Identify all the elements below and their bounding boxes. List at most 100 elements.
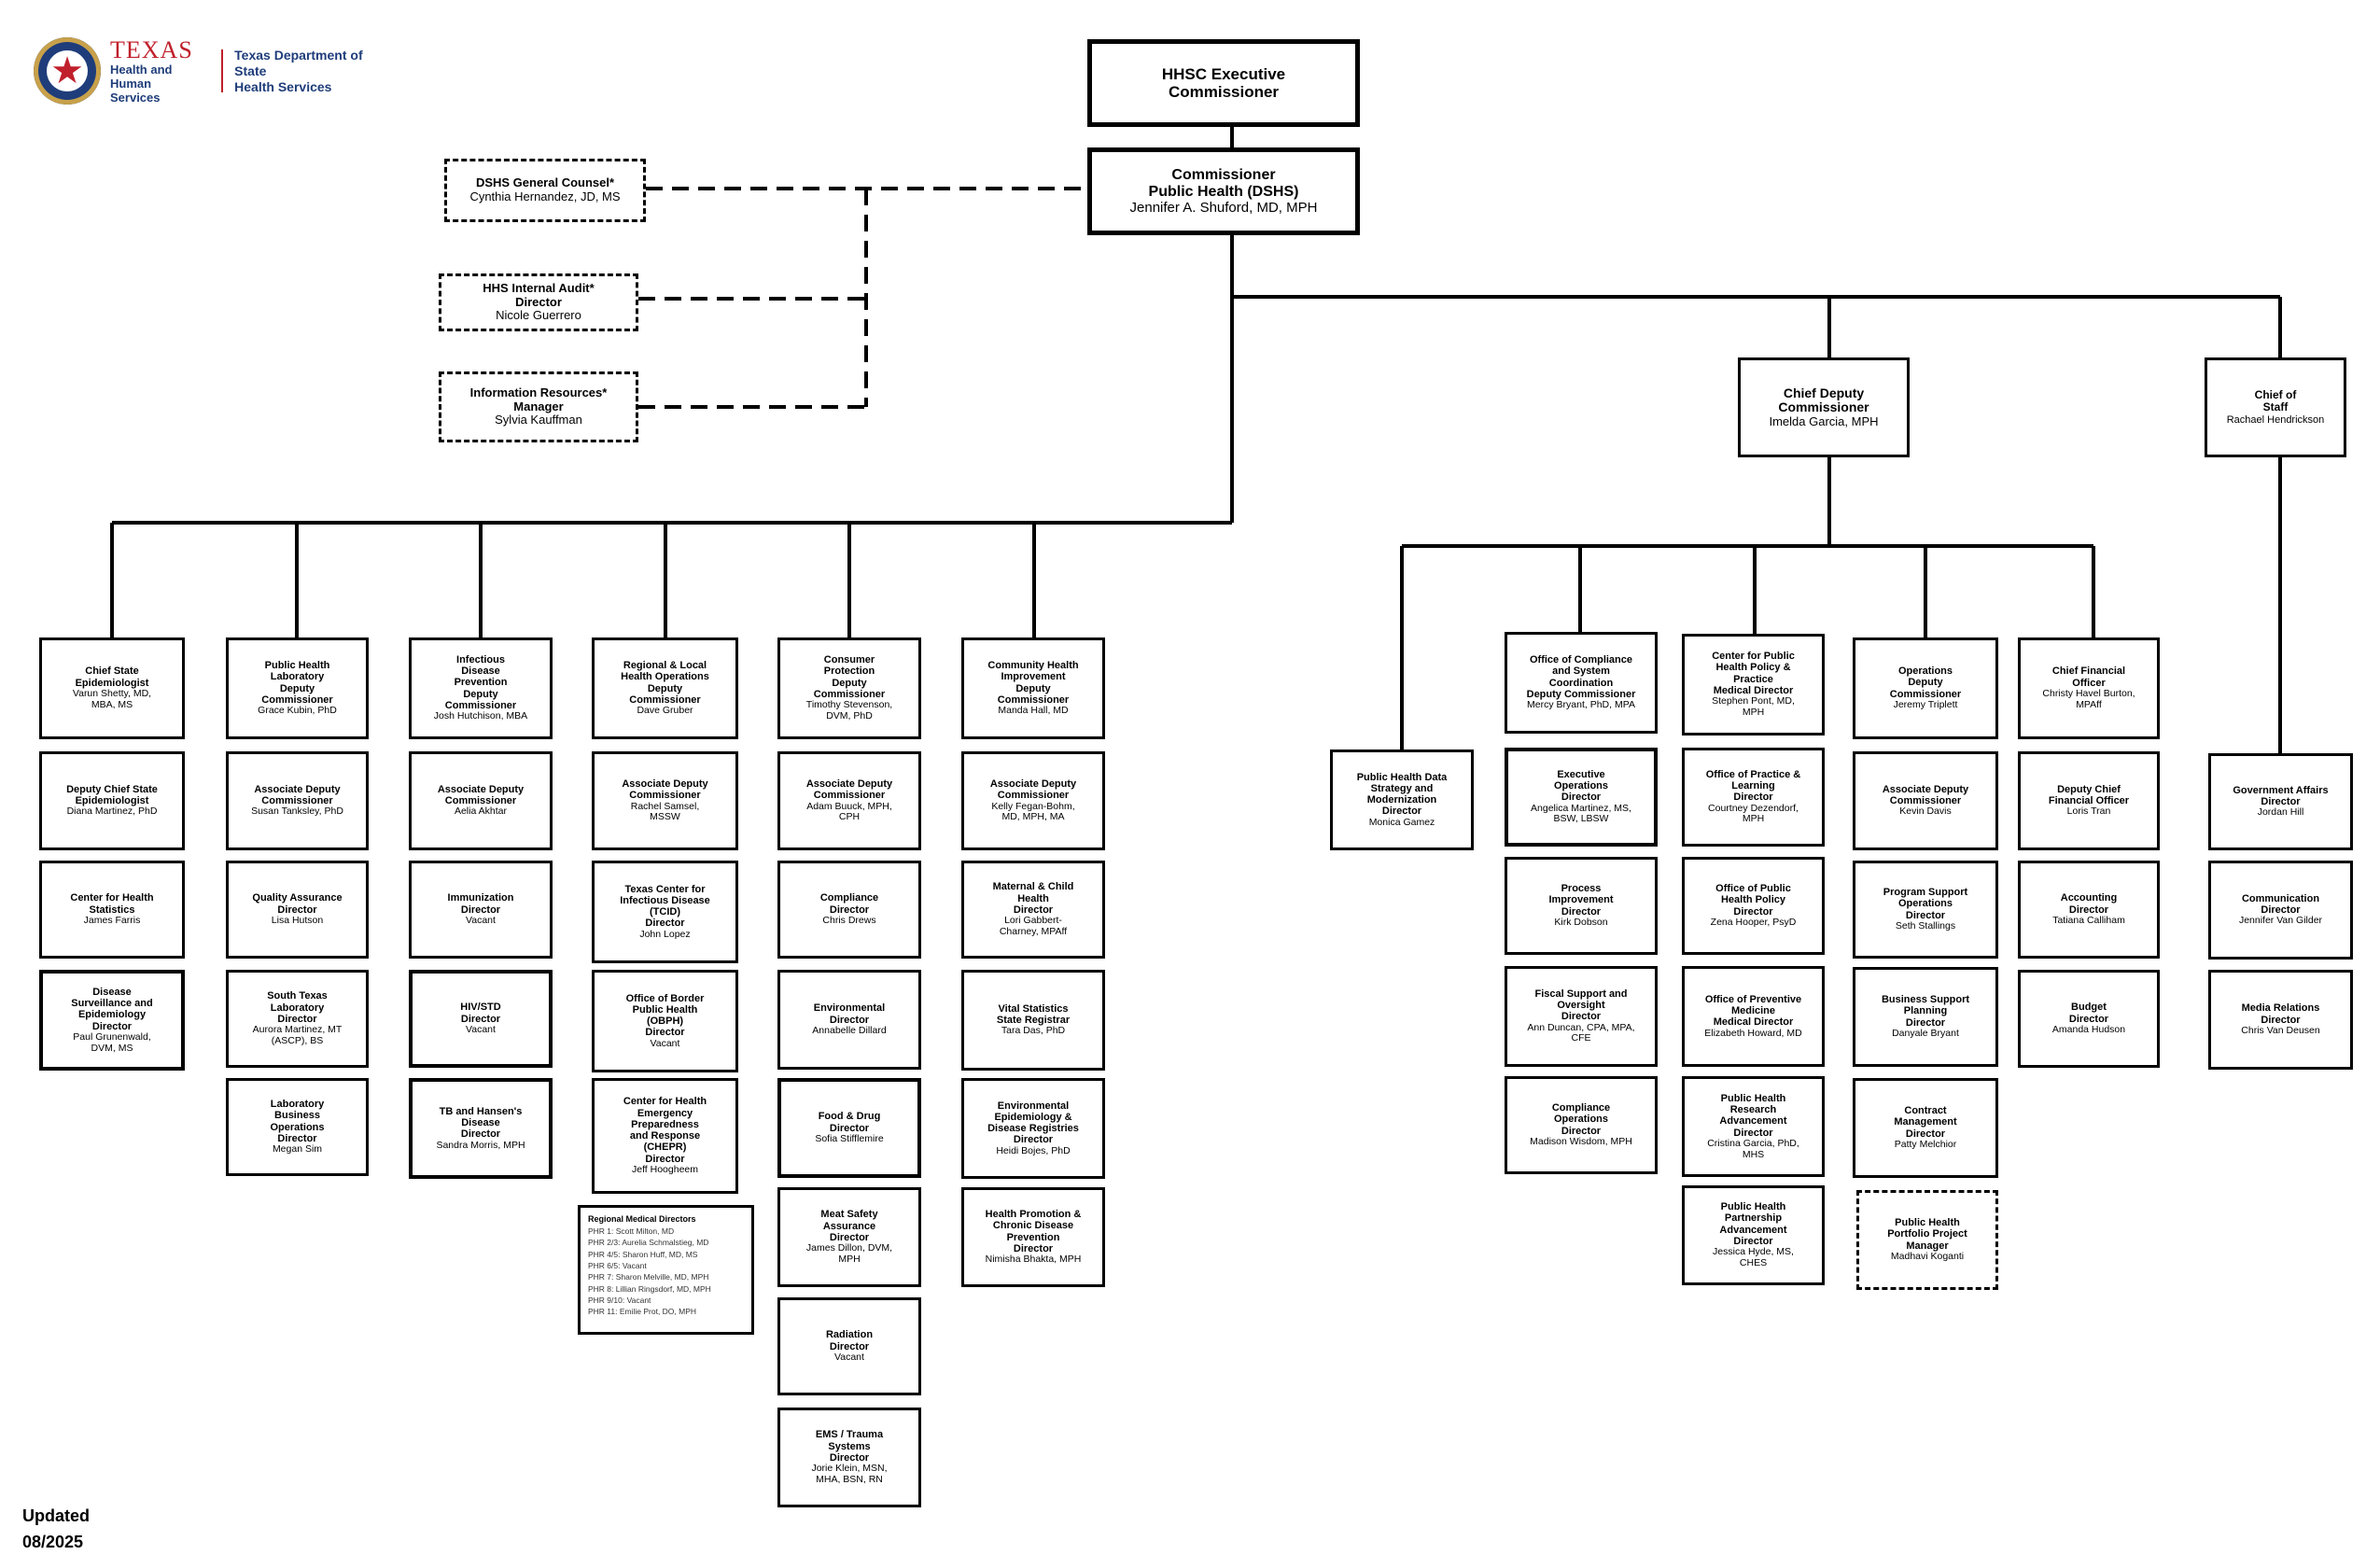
box-name-line: Cynthia Hernandez, JD, MS	[469, 189, 621, 203]
logo-divider	[221, 49, 224, 92]
box-name-line: Madison Wisdom, MPH	[1530, 1136, 1632, 1148]
box-title-line: and System	[1552, 665, 1610, 678]
box-name-line: Sofia Stifflemire	[815, 1132, 884, 1144]
box-name-line: Adam Buuck, MPH,	[806, 800, 892, 812]
box-title-line: Compliance	[1551, 1102, 1611, 1114]
box-title-line: Disease	[92, 986, 132, 998]
box-name-line: DVM, MS	[91, 1042, 133, 1054]
box-title-line: Oversight	[1557, 1000, 1605, 1012]
box-title-line: Protection	[823, 665, 875, 678]
box-title-line: Operations	[1553, 780, 1609, 792]
box-title-line: Director	[91, 1020, 133, 1032]
hhs-wordmark: TEXAS Health and Human Services	[110, 37, 210, 105]
box-title-line: DSHS General Counsel*	[475, 175, 615, 190]
box-name-line: Rachel Samsel,	[630, 800, 700, 812]
box-title-line: Deputy	[832, 677, 867, 689]
regional-item: PHR 8: Lillian Ringsdorf, MD, MPH	[588, 1283, 711, 1294]
box-title-line: Commissioner	[1889, 688, 1962, 700]
box-title-line: Learning	[1731, 780, 1775, 792]
box-name-line: Loris Tran	[2066, 806, 2111, 818]
box-title-line: Public Health Data	[1356, 771, 1448, 783]
box-title-line: Director	[1733, 905, 1773, 918]
box-title-line: Director	[829, 1122, 870, 1134]
box-name-line: MPH	[838, 1253, 861, 1265]
box-name-line: Jessica Hyde, MS,	[1713, 1246, 1794, 1258]
box-name-line: Imelda Garcia, MPH	[1769, 413, 1879, 428]
box-title-line: Commissioner	[444, 700, 517, 712]
regional-item: PHR 1: Scott Milton, MD	[588, 1226, 675, 1237]
box-title-line: Staff	[2262, 400, 2289, 414]
box-title-line: Director	[1561, 905, 1602, 918]
box-title-line: Associate Deputy	[989, 778, 1077, 790]
box-title-line: Public Health	[632, 1003, 698, 1016]
box-name-line: Jennifer Van Gilder	[2238, 915, 2323, 927]
box-title-line: Manager	[1906, 1240, 1949, 1252]
box-title-line: Associate Deputy	[437, 783, 525, 795]
box-title-line: Director	[1733, 1127, 1773, 1139]
box-title-line: Food & Drug	[818, 1111, 881, 1123]
box-title-line: Accounting	[2060, 892, 2118, 904]
box-title-line: Director	[1561, 792, 1602, 804]
box-title-line: Prevention	[1006, 1231, 1060, 1243]
box-name-line: Jordan Hill	[2257, 806, 2304, 819]
box-name-line: Jennifer A. Shuford, MD, MPH	[1129, 199, 1318, 216]
box-title-line: Vital Statistics	[998, 1002, 1069, 1015]
box-title-line: Director	[829, 1014, 870, 1026]
box-title-line: (CHEPR)	[643, 1142, 687, 1154]
box-title-line: Laboratory	[270, 1099, 325, 1110]
box-title-line: Coordination	[1548, 677, 1614, 689]
box-title-line: Strategy and	[1370, 782, 1434, 794]
box-name-line: Annabelle Dillard	[812, 1024, 887, 1036]
box-title-line: Disease	[461, 665, 500, 678]
box-title-line: Center for Health	[623, 1096, 707, 1108]
box-title-line: Commissioner	[1171, 166, 1276, 183]
box-title-line: Deputy	[1015, 682, 1051, 694]
box-title-line: Office of Public	[1715, 883, 1791, 895]
box-title-line: Manager	[513, 399, 564, 413]
regional-item: PHR 4/5: Sharon Huff, MD, MS	[588, 1249, 698, 1259]
box-name-line: Zena Hooper, PsyD	[1710, 917, 1797, 929]
box-title-line: Maternal & Child	[992, 881, 1074, 893]
box-title-line: Director	[2068, 1013, 2109, 1025]
box-title-line: Infectious Disease	[620, 894, 710, 906]
box-name-line: Madhavi Koganti	[1890, 1251, 1965, 1263]
box-name-line: Kelly Fegan-Bohm,	[991, 800, 1075, 812]
regional-item: PHR 7: Sharon Melville, MD, MPH	[588, 1272, 709, 1282]
box-title-line: Communication	[2241, 892, 2320, 904]
box-title-line: Fiscal Support and	[1534, 988, 1628, 1000]
texas-seal-icon: ★	[34, 37, 101, 105]
box-name-line: MHA, BSN, RN	[816, 1473, 883, 1485]
box-title-line: Office of Compliance	[1529, 654, 1633, 665]
box-name-line: Charney, MPAff	[999, 925, 1068, 937]
box-title-line: Process	[1561, 883, 1602, 895]
box-name-line: Jeremy Triplett	[1893, 699, 1958, 711]
box-title-line: EMS / Trauma	[815, 1429, 884, 1441]
box-title-line: Director	[2068, 904, 2109, 916]
box-title-line: Environmental	[997, 1100, 1070, 1112]
box-title-line: Surveillance and	[71, 997, 153, 1009]
box-title-line: and Response	[629, 1130, 701, 1142]
box-title-line: Public Health	[1720, 1092, 1786, 1104]
box-name-line: Angelica Martinez, MS,	[1531, 802, 1631, 814]
box-name-line: Megan Sim	[272, 1143, 323, 1156]
